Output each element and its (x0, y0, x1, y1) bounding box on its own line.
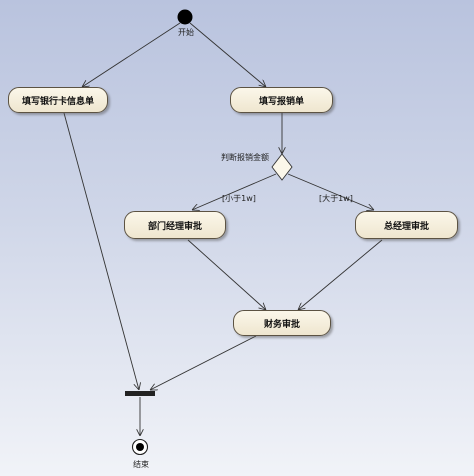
guard-greater-label: [大于1w] (319, 194, 353, 203)
decision-label: 判断报销金额 (221, 153, 269, 162)
edge-general-finance (298, 239, 383, 310)
end-label: 结束 (133, 460, 149, 469)
join-bar (125, 391, 155, 396)
edge-start-reimburse (189, 22, 266, 87)
edge-start-bank (82, 22, 181, 87)
edge-finance-join (150, 335, 257, 390)
edge-bank-join (63, 112, 139, 390)
edge-dept-finance (187, 239, 266, 310)
start-node (177, 9, 193, 25)
edge-decision-general (287, 173, 374, 210)
activity-dept-manager[interactable]: 部门经理审批 (124, 211, 226, 239)
activity-finance[interactable]: 财务审批 (233, 310, 331, 336)
activity-general-manager[interactable]: 总经理审批 (355, 211, 458, 239)
start-label: 开始 (178, 28, 194, 37)
edge-decision-dept (192, 173, 277, 210)
decision-node (271, 153, 293, 181)
guard-less-label: [小于1w] (222, 194, 256, 203)
activity-bank-info[interactable]: 填写银行卡信息单 (8, 87, 108, 113)
activity-reimburse-form[interactable]: 填写报销单 (230, 87, 333, 113)
end-node (136, 443, 144, 451)
